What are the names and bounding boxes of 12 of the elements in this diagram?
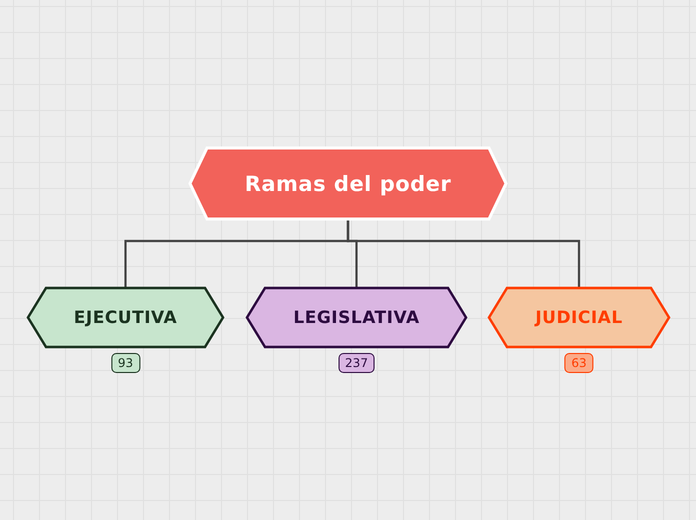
hexagon-node: [247, 288, 466, 347]
hexagon-node: [489, 288, 669, 347]
connector: [346, 220, 580, 288]
hexagon-node: [28, 288, 223, 347]
node-title: EJECUTIVA: [74, 308, 178, 328]
count-badge: 93: [110, 353, 140, 373]
node-title: LEGISLATIVA: [293, 308, 420, 328]
node-title: Ramas del poder: [244, 172, 452, 196]
count-badge: 237: [338, 353, 375, 373]
hexagon-node: [190, 148, 506, 219]
count-badge: 63: [564, 353, 594, 373]
node-title: JUDICIAL: [535, 308, 623, 328]
